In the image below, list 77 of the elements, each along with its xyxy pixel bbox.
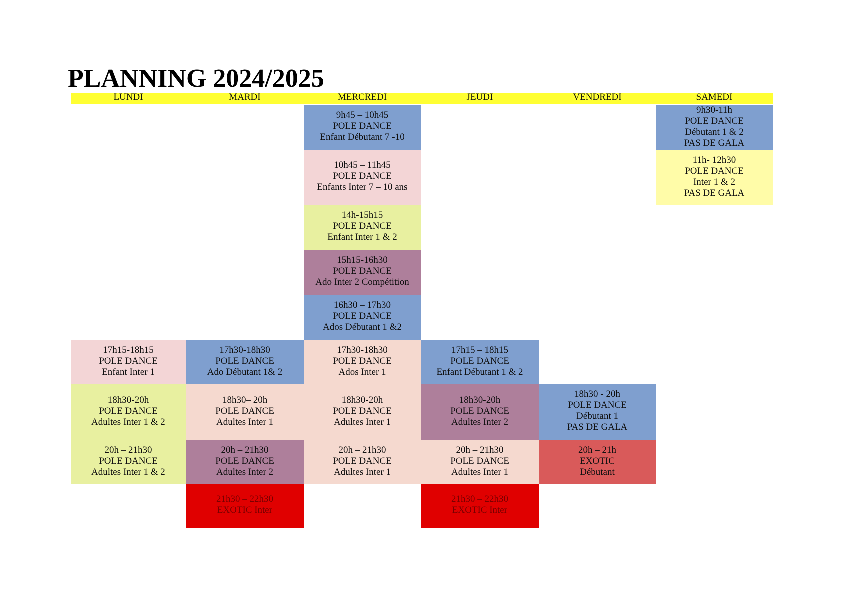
class-text: Adultes Inter 2	[452, 418, 508, 428]
class-text: Adultes Inter 1	[216, 418, 274, 428]
class-text: Inter 1 & 2	[694, 178, 736, 188]
class-text: Enfant Débutant 7 -10	[320, 133, 405, 144]
class-text: Ados Inter 1	[338, 368, 386, 378]
class-text: Ado Inter 2 Compétition	[316, 278, 410, 289]
class-text: EXOTIC Inter	[452, 506, 508, 517]
class-text: 21h30 – 22h30	[452, 495, 508, 506]
class-text: POLE DANCE	[333, 222, 392, 233]
class-text: 18h30 - 20h	[574, 390, 620, 401]
class-text: 14h-15h15	[342, 211, 384, 222]
class-text: 9h45 – 10h45	[336, 111, 389, 122]
day-header: MERCREDI	[336, 93, 388, 104]
class-text: 16h30 – 17h30	[334, 301, 391, 312]
class-text: 21h30 – 22h30	[216, 495, 274, 506]
day-header: MARDI	[228, 93, 262, 104]
class-text: 18h30– 20h	[222, 396, 268, 406]
class-text: Enfant Débutant 1 & 2	[436, 368, 524, 378]
class-text: Enfant Inter 1 & 2	[328, 233, 398, 244]
class-text: 15h15-16h30	[337, 256, 388, 267]
class-text: Enfant Inter 1	[102, 368, 155, 378]
day-header: SAMEDI	[695, 93, 734, 104]
class-text: POLE DANCE	[99, 406, 158, 418]
day-header: JEUDI	[466, 93, 494, 104]
class-text: PAS DE GALA	[567, 423, 628, 434]
class-text: 17h30-18h30	[220, 346, 270, 356]
class-text: POLE DANCE	[450, 406, 510, 418]
class-text: Adultes Inter 1	[334, 468, 391, 478]
class-text: POLE DANCE	[333, 122, 392, 133]
class-text: POLE DANCE	[685, 116, 744, 128]
class-text: 20h – 21h30	[338, 446, 386, 456]
class-text: 20h – 21h30	[221, 446, 269, 456]
class-text: EXOTIC	[580, 456, 615, 468]
class-text: Débutant	[580, 468, 615, 478]
class-text: 18h30-20h	[459, 396, 501, 406]
class-text: POLE DANCE	[216, 406, 274, 418]
class-text: Ados Débutant 1 &2	[323, 323, 402, 334]
class-text: 9h30-11h	[696, 106, 733, 116]
day-header: VENDREDI	[572, 93, 623, 104]
title: PLANNING 2024/2025	[68, 64, 324, 94]
class-text: 17h15 – 18h15	[452, 346, 508, 356]
class-text: PAS DE GALA	[684, 138, 745, 150]
class-text: POLE DANCE	[99, 456, 158, 468]
class-text: POLE DANCE	[450, 456, 510, 468]
class-text: Adultes Inter 1	[452, 468, 508, 478]
class-text: Enfants Inter 7 – 10 ans	[317, 183, 408, 194]
class-text: Adultes Inter 1 & 2	[92, 468, 166, 478]
class-text: 17h15-18h15	[103, 346, 154, 356]
day-header: LUNDI	[112, 93, 144, 104]
class-text: 20h – 21h	[578, 446, 616, 456]
class-text: POLE DANCE	[333, 456, 392, 468]
class-text: PAS DE GALA	[684, 188, 745, 200]
class-text: POLE DANCE	[333, 406, 392, 418]
class-text: Débutant 1	[576, 412, 618, 423]
class-text: POLE DANCE	[216, 456, 274, 468]
class-text: 10h45 – 11h45	[334, 161, 391, 172]
class-text: 18h30-20h	[342, 396, 384, 406]
class-text: 17h30-18h30	[337, 346, 388, 356]
class-text: POLE DANCE	[216, 356, 274, 368]
class-text: 20h – 21h30	[104, 446, 152, 456]
class-text: POLE DANCE	[450, 356, 510, 368]
class-text: POLE DANCE	[333, 356, 392, 368]
class-text: 18h30-20h	[108, 396, 150, 406]
class-text: Adultes Inter 1 & 2	[92, 418, 166, 428]
class-text: EXOTIC Inter	[217, 506, 273, 517]
class-text: Adultes Inter 1	[334, 418, 391, 428]
class-text: POLE DANCE	[333, 172, 392, 183]
class-text: POLE DANCE	[333, 312, 392, 323]
class-text: POLE DANCE	[99, 356, 158, 368]
class-text: Ado Débutant 1& 2	[207, 368, 283, 378]
class-text: POLE DANCE	[568, 401, 627, 412]
class-text: Adultes Inter 2	[216, 468, 274, 478]
class-text: 20h – 21h30	[456, 446, 504, 456]
class-text: 11h- 12h30	[692, 156, 736, 166]
class-text: Débutant 1 & 2	[685, 128, 744, 138]
class-text: POLE DANCE	[685, 166, 744, 178]
class-text: POLE DANCE	[333, 267, 392, 278]
